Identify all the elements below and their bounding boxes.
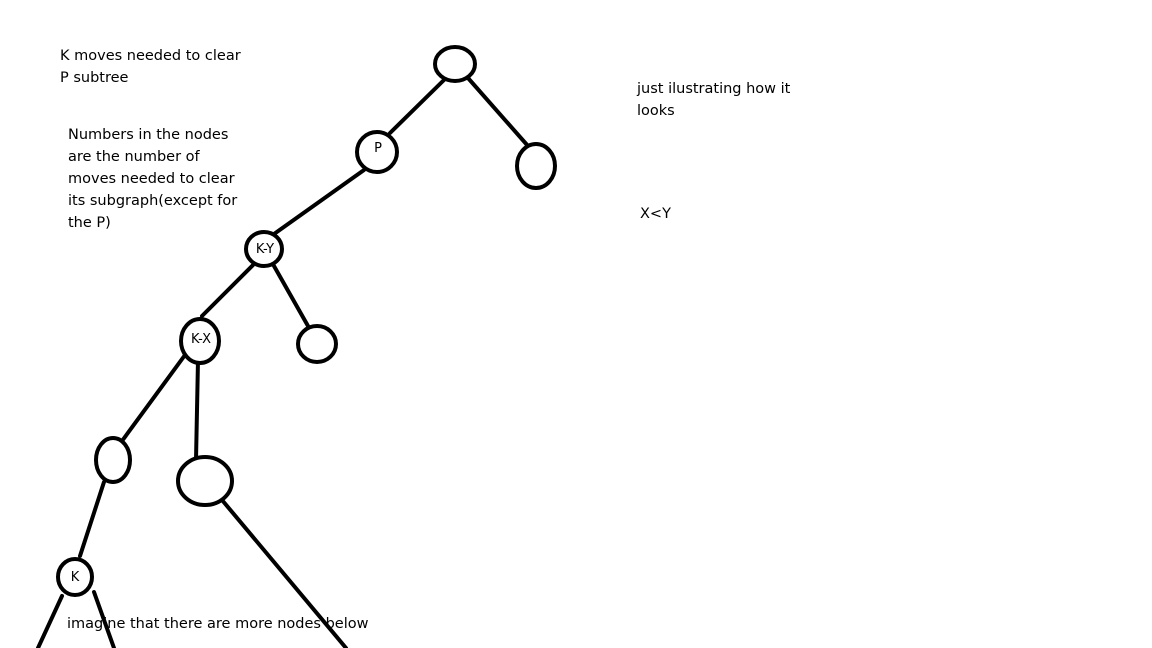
edge-kmx-down xyxy=(194,358,200,462)
numbers-note: Numbers in the nodes are the number of m… xyxy=(68,124,237,234)
edge-k-below-left xyxy=(36,594,64,648)
note-line: its subgraph(except for xyxy=(68,193,238,209)
edge-p-kmy xyxy=(272,168,366,236)
note-line: looks xyxy=(637,103,675,119)
edge-kmy-kmx xyxy=(200,262,256,318)
note-line: P subtree xyxy=(60,70,129,86)
node-root-right xyxy=(515,142,557,190)
more-nodes-note: imagine that there are more nodes below xyxy=(67,613,368,635)
note-line: the P) xyxy=(68,215,111,231)
edge-kmxdown-below xyxy=(220,498,348,648)
edge-kmx-left xyxy=(120,353,187,443)
note-line: imagine that there are more nodes below xyxy=(67,616,369,632)
node-label-k: K xyxy=(71,570,80,585)
node-kmx-down xyxy=(176,455,234,507)
edge-k-below-right xyxy=(92,590,116,648)
illustration-note: just ilustrating how it looks xyxy=(637,78,790,122)
node-label-k-minus-x: K-X xyxy=(191,332,211,347)
comparison-note: X<Y xyxy=(640,203,671,225)
edge-kmxleft-k xyxy=(78,480,106,558)
node-label-k-minus-y: K-Y xyxy=(256,242,274,257)
node-kmx-left xyxy=(94,436,132,484)
note-line: X<Y xyxy=(640,206,671,222)
note-line: just ilustrating how it xyxy=(637,81,791,97)
node-k-minus-y xyxy=(244,230,284,268)
node-k xyxy=(56,557,94,597)
edge-kmy-right xyxy=(272,264,310,328)
node-k-minus-x xyxy=(179,317,221,365)
moves-note: K moves needed to clear P subtree xyxy=(60,45,241,89)
edge-root-p xyxy=(388,76,448,135)
note-line: K moves needed to clear xyxy=(60,48,241,64)
node-kmy-right xyxy=(296,324,338,364)
node-label-p: P xyxy=(374,141,382,156)
node-root xyxy=(433,45,477,83)
edge-root-right xyxy=(466,76,530,148)
node-p xyxy=(355,130,399,174)
note-line: are the number of xyxy=(68,149,200,165)
note-line: moves needed to clear xyxy=(68,171,235,187)
note-line: Numbers in the nodes xyxy=(68,127,229,143)
